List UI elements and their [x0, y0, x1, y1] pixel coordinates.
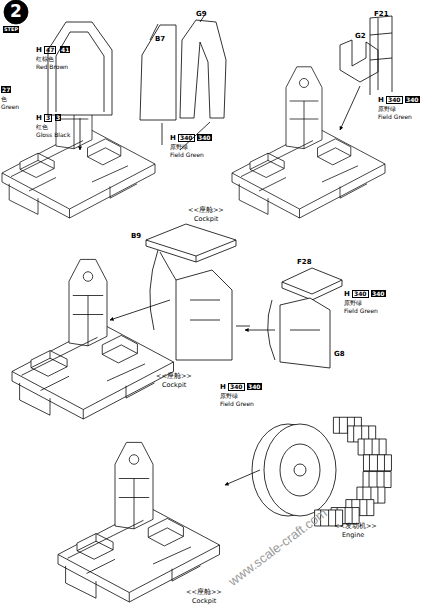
paint-code: 3 [44, 114, 52, 122]
part-number: G9 [196, 10, 207, 18]
paint-name-en: Field Green [378, 113, 412, 120]
bulkhead-part [48, 22, 112, 150]
paint-code: 340 [386, 96, 403, 104]
section-title-zh: <<座舱>> [156, 372, 192, 380]
paint-name-zh: 色 [1, 95, 7, 102]
part-number: F28 [297, 258, 312, 266]
watermark: www.scale-craft.com [228, 508, 327, 585]
paint-name-en: Field Green [170, 151, 204, 158]
step-number: 2 [10, 2, 22, 20]
paint-name-zh: 红棕色 [36, 55, 54, 62]
paint-code: 340 [405, 96, 420, 103]
paint-brand: H [344, 290, 350, 298]
paint-brand: H [378, 96, 384, 104]
engine-cylinder [363, 472, 391, 488]
paint-code: 47 [44, 46, 56, 54]
section-title-en: Cockpit [194, 215, 218, 223]
section-title-zh: <<座舱>> [186, 588, 222, 596]
engine-cylinder [363, 455, 391, 471]
engine-cylinder [358, 439, 386, 455]
paint-brand: H [36, 46, 42, 54]
paint-code: 340 [228, 383, 245, 391]
paint-name-en: Red Brown [36, 63, 68, 70]
paint-code: 340 [178, 134, 195, 142]
paint-name-en: Green [1, 103, 19, 110]
paint-name-zh: 原野绿 [378, 105, 396, 112]
part-number: B7 [155, 35, 165, 43]
cockpit-assembly [58, 442, 220, 602]
paint-code: 340 [247, 383, 262, 390]
section-title-en: Engine [342, 531, 364, 539]
paint-name-en: Field Green [344, 307, 378, 314]
part-number: F21 [374, 10, 389, 18]
cockpit-assembly [232, 67, 385, 218]
paint-code: 340 [352, 290, 369, 298]
paint-name-en: Gloss Black [36, 131, 70, 138]
seat-part [340, 16, 392, 130]
cockpit-assembly [12, 259, 174, 419]
paint-code: 340 [371, 290, 386, 297]
paint-name-zh: 红色 [36, 123, 48, 130]
section-title-en: Cockpit [162, 381, 186, 389]
paint-name-zh: 原野绿 [220, 392, 238, 399]
section-title-en: Cockpit [192, 597, 216, 605]
paint-code: 340 [197, 134, 212, 141]
section-title-zh: <<发动机>> [334, 522, 377, 530]
bulkhead-part-b7-g9 [140, 16, 226, 150]
paint-name-zh: 原野绿 [344, 299, 362, 306]
paint-brand: H [36, 114, 42, 122]
f28-g8-parts [245, 268, 342, 368]
part-number: G8 [334, 350, 345, 358]
paint-name-en: Field Green [220, 400, 254, 407]
section-title-zh: <<座舱>> [188, 206, 224, 214]
paint-brand: H [170, 134, 176, 142]
part-number: G2 [355, 32, 366, 40]
part-number: B9 [131, 232, 141, 240]
paint-code: 27 [1, 86, 11, 93]
radial-engine [225, 417, 391, 526]
bulkhead-subassembly [110, 224, 250, 360]
paint-brand: H [220, 383, 226, 391]
paint-code: 41 [60, 46, 70, 53]
step-label: STEP [3, 26, 19, 33]
paint-code: 3 [55, 114, 61, 121]
step-badge [4, 0, 28, 24]
paint-name-zh: 原野绿 [170, 143, 188, 150]
